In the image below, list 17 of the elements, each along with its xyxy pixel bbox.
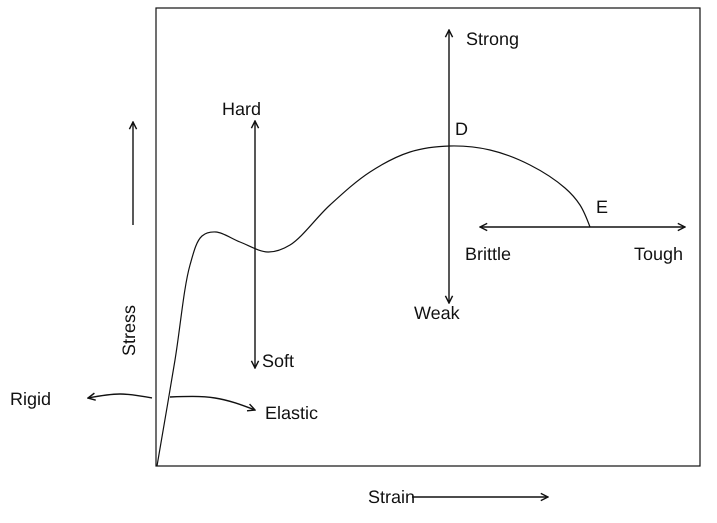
property-label: Hard bbox=[222, 98, 262, 120]
property-label: Brittle bbox=[465, 243, 512, 265]
arrow bbox=[444, 29, 454, 304]
property-label: Strong bbox=[466, 28, 520, 50]
property-label: Rigid bbox=[10, 388, 52, 410]
property-label: Elastic bbox=[265, 402, 318, 424]
property-label: Weak bbox=[414, 302, 460, 324]
arrow bbox=[250, 120, 260, 369]
property-label: Soft bbox=[262, 350, 294, 372]
property-label: Tough bbox=[634, 243, 684, 265]
arrow bbox=[170, 396, 256, 412]
point-label: E bbox=[596, 196, 608, 218]
axis-label: Stress bbox=[118, 304, 140, 356]
arrow bbox=[87, 392, 152, 401]
arrow bbox=[479, 222, 686, 232]
point-label: D bbox=[455, 118, 468, 140]
axis-label: Strain bbox=[368, 486, 416, 508]
